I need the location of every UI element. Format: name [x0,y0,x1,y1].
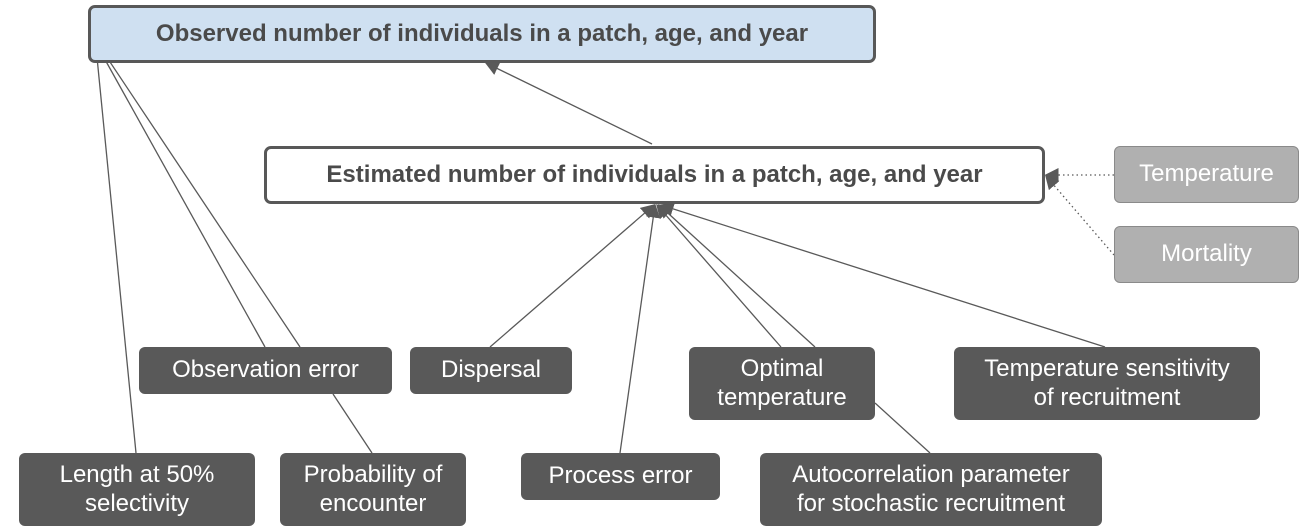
observed-individuals-node: Observed number of individuals in a patc… [88,5,876,63]
process-error-node: Process error [521,453,720,500]
optimal-temperature-node: Optimal temperature [689,347,875,420]
mortality-node: Mortality [1114,226,1299,283]
dispersal-node: Dispersal [410,347,572,394]
edge-mortality-to-estimated [1045,174,1115,256]
observation-error-node: Observation error [139,347,392,394]
estimated-individuals-node: Estimated number of individuals in a pat… [264,146,1045,204]
autocorrelation-parameter-node: Autocorrelation parameter for stochastic… [760,453,1102,526]
length-50-selectivity-node: Length at 50% selectivity [19,453,255,526]
edge-observation-error-to-prob-encounter [332,393,373,454]
temperature-sensitivity-node: Temperature sensitivity of recruitment [954,347,1260,420]
edge-length50-to-observed [89,35,137,454]
edge-prob-encounter-to-observed [93,36,301,348]
edge-estimated-to-observed [484,62,653,145]
edge-optimal-temp-to-estimated [656,203,782,348]
edge-autocorrelation-to-estimated [657,204,816,348]
probability-of-encounter-node: Probability of encounter [280,453,466,526]
edge-process-error-to-estimated [619,203,661,454]
edge-optimal-temp-to-autocorrelation [874,402,931,454]
edge-dispersal-to-estimated [489,204,656,348]
temperature-node: Temperature [1114,146,1299,203]
edge-temp-sensitivity-to-estimated [659,202,1106,348]
edge-observation-error-to-observed [92,36,266,348]
